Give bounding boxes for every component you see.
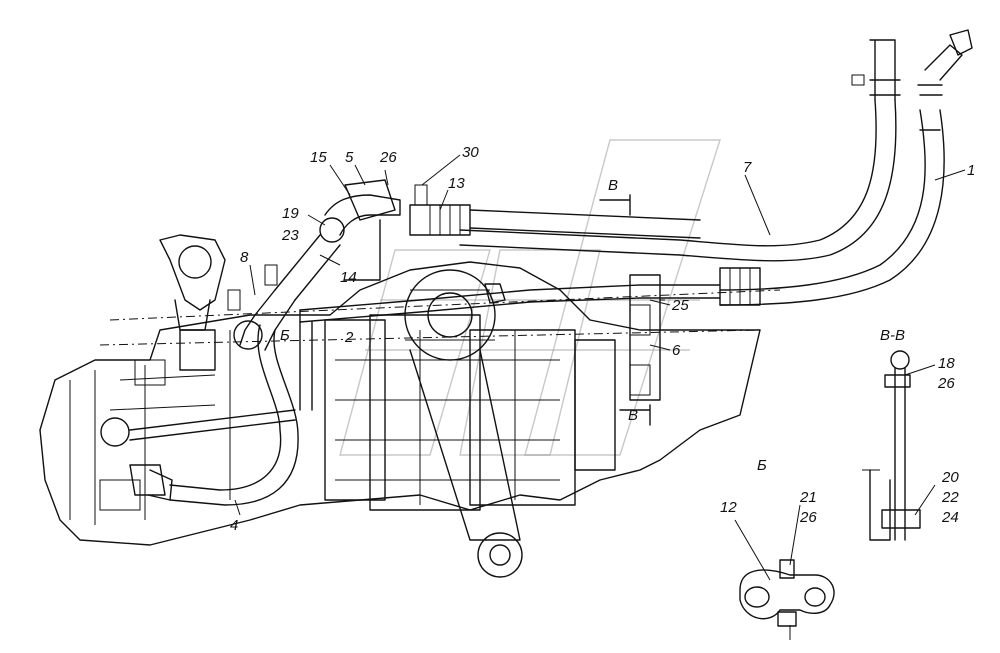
label-18: 18 bbox=[938, 355, 955, 372]
label-19: 19 bbox=[282, 205, 299, 222]
label-24: 24 bbox=[941, 509, 959, 526]
view-b-mark: Б bbox=[280, 327, 290, 344]
label-21: 21 bbox=[799, 489, 817, 506]
label-26-top: 26 bbox=[379, 149, 397, 166]
label-15: 15 bbox=[310, 149, 327, 166]
part-numbers: 1 7 15 5 26 30 13 19 23 14 8 2 25 6 4 12… bbox=[230, 144, 975, 534]
label-14: 14 bbox=[340, 269, 357, 286]
section-mark-bottom: В bbox=[628, 407, 638, 424]
label-20: 20 bbox=[941, 469, 959, 486]
hose-1 bbox=[719, 29, 973, 306]
hose-4 bbox=[100, 289, 299, 506]
detail-b-title: Б bbox=[757, 457, 767, 474]
label-7: 7 bbox=[743, 159, 752, 176]
detail-b-clamp: Б bbox=[739, 457, 835, 640]
section-mark-top: В bbox=[608, 177, 618, 194]
hose-7 bbox=[459, 39, 901, 262]
section-title: В-В bbox=[880, 327, 905, 344]
label-1: 1 bbox=[967, 162, 975, 179]
tube-2 bbox=[299, 274, 721, 411]
steering-gear-housing bbox=[39, 234, 781, 578]
hose-5-elbow bbox=[239, 179, 401, 351]
label-8: 8 bbox=[240, 249, 249, 266]
label-22: 22 bbox=[941, 489, 959, 506]
section-v-v: В-В bbox=[862, 327, 921, 541]
label-26-section: 26 bbox=[937, 375, 955, 392]
label-2: 2 bbox=[344, 329, 354, 346]
label-30: 30 bbox=[462, 144, 479, 161]
hose-13-fitting bbox=[409, 184, 701, 239]
label-23: 23 bbox=[281, 227, 299, 244]
label-13: 13 bbox=[448, 175, 465, 192]
leader-lines bbox=[234, 154, 966, 581]
section-marks: В В Б bbox=[280, 177, 651, 426]
label-12: 12 bbox=[720, 499, 737, 516]
label-25: 25 bbox=[671, 297, 689, 314]
label-5: 5 bbox=[345, 149, 354, 166]
label-4: 4 bbox=[230, 517, 238, 534]
label-26-detail-b: 26 bbox=[799, 509, 817, 526]
label-6: 6 bbox=[672, 342, 681, 359]
